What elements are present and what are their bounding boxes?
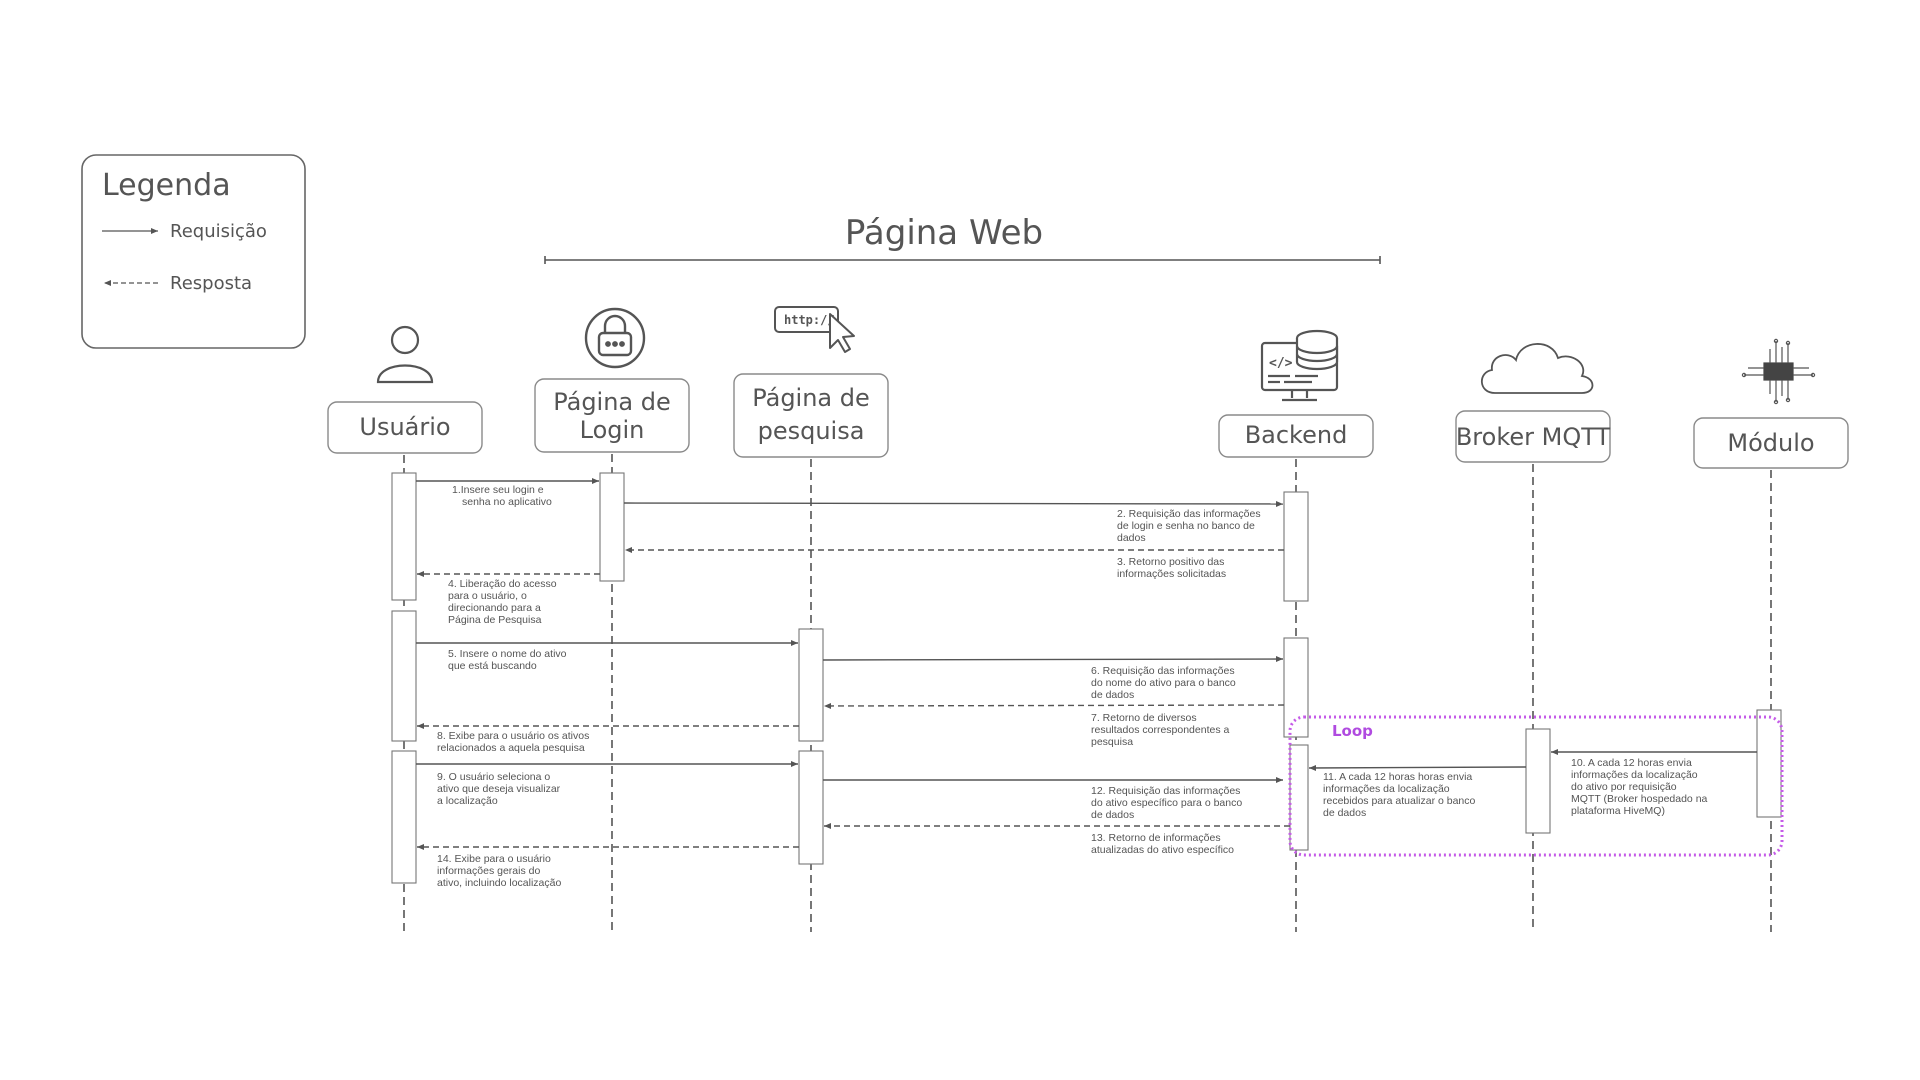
activation-bar (1525, 728, 1551, 834)
message-label-4: 4. Liberação do acesso para o usuário, o… (448, 578, 560, 626)
participant-login: Página de Login (534, 378, 690, 453)
activation-bar (1283, 491, 1309, 602)
participant-label: Login (580, 416, 645, 444)
server-database-icon: </> (1260, 329, 1339, 402)
participant-label: Módulo (1727, 429, 1814, 457)
participant-label: Broker MQTT (1456, 423, 1611, 451)
message-label-12: 12. Requisição das informações do ativo … (1091, 785, 1245, 821)
participant-backend: Backend (1218, 414, 1374, 458)
activation-bar (798, 628, 824, 742)
svg-text:</>: </> (1269, 356, 1293, 371)
activations (391, 472, 1782, 884)
cloud-icon (1480, 343, 1594, 394)
message-labels: 1.Insere seu login e senha no aplicativo… (437, 484, 1710, 889)
legend-request-label: Requisição (170, 221, 267, 242)
message-arrows (416, 478, 1757, 850)
participant-label: Usuário (359, 413, 450, 441)
message-label-8: 8. Exibe para o usuário os ativos relaci… (437, 730, 592, 754)
message-label-10: 10. A cada 12 horas envia informações da… (1571, 757, 1710, 817)
participant-label: Backend (1245, 421, 1348, 449)
participant-modulo: Módulo (1693, 417, 1849, 469)
message-arrow-7 (823, 702, 1285, 709)
message-label-6: 6. Requisição das informações do nome do… (1091, 665, 1239, 701)
participant-label: Página de (553, 388, 671, 416)
participant-pesquisa: Página de pesquisa (733, 373, 889, 458)
message-label-1: 1.Insere seu login e senha no aplicativo (452, 484, 552, 508)
activation-bar (1756, 709, 1782, 818)
chip-icon (1741, 338, 1816, 405)
diagram-title: Página Web (845, 213, 1043, 253)
activation-bar (599, 472, 625, 582)
participant-label: Página de (752, 384, 870, 412)
participant-usuario: Usuário (327, 401, 483, 454)
message-label-11: 11. A cada 12 horas horas envia informaç… (1323, 771, 1478, 819)
message-arrow-11 (1308, 764, 1527, 771)
activation-bar (1283, 637, 1309, 738)
legend: Legenda Requisição Resposta (81, 154, 306, 349)
http-text: http:// (784, 313, 835, 327)
legend-box (81, 154, 306, 349)
message-label-3: 3. Retorno positivo das informações soli… (1117, 556, 1227, 580)
activation-bar (798, 750, 824, 865)
legend-title: Legenda (102, 168, 231, 203)
message-arrow-2 (623, 500, 1284, 507)
participant-broker: Broker MQTT (1455, 410, 1611, 463)
user-icon (376, 325, 434, 384)
lock-icon (584, 307, 646, 369)
message-label-7: 7. Retorno de diversos resultados corres… (1091, 712, 1232, 748)
message-label-13: 13. Retorno de informações atualizadas d… (1091, 832, 1234, 856)
browser-cursor-icon: http:// (774, 306, 855, 353)
legend-response-label: Resposta (170, 273, 252, 294)
activation-bar (1289, 744, 1309, 851)
message-label-5: 5. Insere o nome do ativo que está busca… (448, 648, 569, 672)
loop-frame (1288, 715, 1784, 857)
activation-bar (391, 610, 417, 742)
activation-bar (391, 750, 417, 884)
message-label-9: 9. O usuário seleciona o ativo que desej… (437, 771, 563, 807)
loop-label: Loop (1332, 722, 1373, 740)
activation-bar (391, 472, 417, 601)
participant-label: pesquisa (758, 417, 865, 445)
message-label-14: 14. Exibe para o usuário informações ger… (437, 853, 561, 889)
message-arrow-6 (822, 656, 1284, 663)
message-label-2: 2. Requisição das informações de login e… (1117, 508, 1264, 544)
